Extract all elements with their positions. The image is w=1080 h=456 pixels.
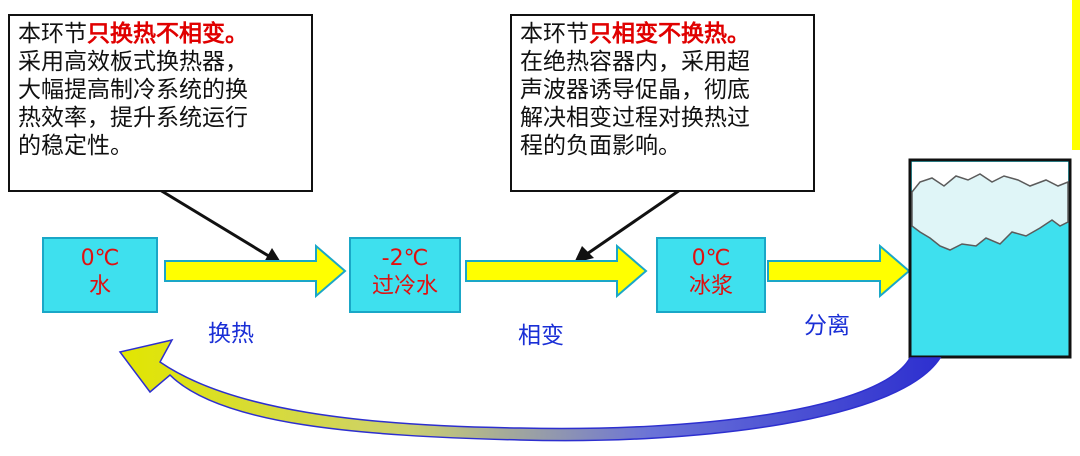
- callout-2-pointer-head: [574, 246, 594, 263]
- state-name: 过冷水: [371, 274, 438, 299]
- callout-2-title: 本环节只相变不换热。: [520, 21, 750, 47]
- arrow-heat-exchange: [164, 243, 347, 299]
- callout-1-line: 大幅提高制冷系统的换: [18, 77, 248, 103]
- callout-2-line: 程的负面影响。: [520, 133, 681, 159]
- return-arrow: [118, 338, 942, 442]
- callout-1-line: 的稳定性。: [18, 133, 133, 159]
- state-box-ice-slurry: 0℃ 冰浆: [656, 237, 766, 313]
- arrow-separation: [767, 243, 911, 299]
- edge-accent-bar: [1072, 0, 1080, 150]
- callout-1-title: 本环节只换热不相变。: [18, 21, 248, 47]
- callout-2-pointer: [583, 188, 681, 258]
- state-box-water: 0℃ 水: [42, 237, 158, 313]
- callout-heat-exchange: 本环节只换热不相变。 采用高效板式换热器， 大幅提高制冷系统的换 热效率，提升系…: [8, 14, 313, 192]
- callout-2-highlight: 只相变不换热。: [589, 21, 750, 47]
- state-temp: 0℃: [80, 246, 120, 271]
- state-box-supercooled-water: -2℃ 过冷水: [349, 237, 461, 313]
- ice-slurry-layer: [911, 173, 1069, 251]
- state-temp: -2℃: [381, 246, 429, 271]
- step-label-phase-change: 相变: [518, 323, 564, 349]
- callout-2-line: 解决相变过程对换热过: [520, 105, 750, 131]
- callout-2-line: 声波器诱导促晶，彻底: [520, 77, 750, 103]
- callout-phase-change: 本环节只相变不换热。 在绝热容器内，采用超 声波器诱导促晶，彻底 解决相变过程对…: [510, 14, 815, 192]
- callout-1-highlight: 只换热不相变。: [87, 21, 248, 47]
- callout-1-line: 采用高效板式换热器，: [18, 49, 248, 75]
- step-label-heat-exchange: 换热: [208, 321, 254, 347]
- callout-1-pointer: [159, 188, 273, 260]
- state-name: 冰浆: [688, 274, 733, 299]
- callout-1-line: 热效率，提升系统运行: [18, 105, 248, 131]
- callout-2-line: 在绝热容器内，采用超: [520, 49, 750, 75]
- state-name: 水: [88, 274, 111, 299]
- arrow-phase-change: [465, 243, 648, 299]
- state-temp: 0℃: [691, 246, 731, 271]
- step-label-separation: 分离: [804, 313, 850, 339]
